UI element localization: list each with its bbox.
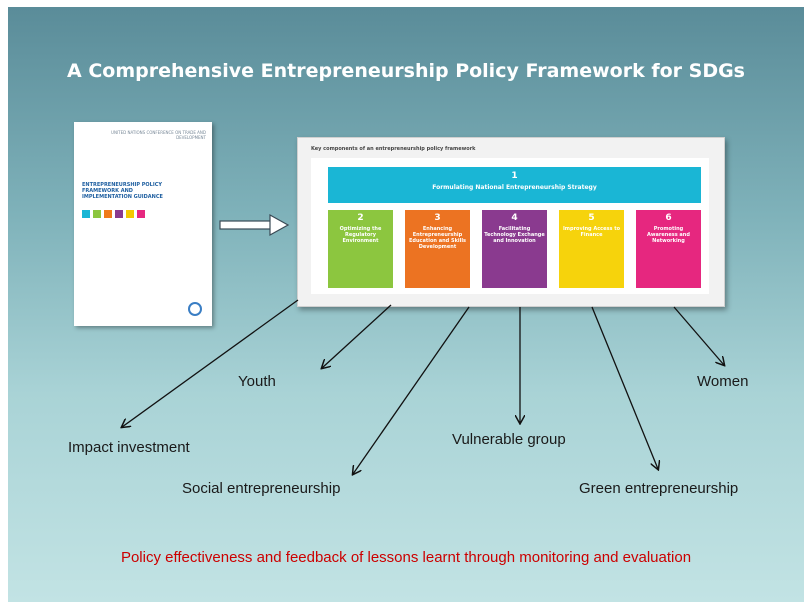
label-impact-investment: Impact investment <box>68 439 190 456</box>
pillar-label: Promoting Awareness and Networking <box>647 226 690 244</box>
cover-square <box>126 210 134 218</box>
arrow-to-impact-investment <box>122 299 299 427</box>
pillar-regulatory-environment: 2 Optimizing the Regulatory Environment <box>328 210 393 288</box>
cover-square <box>93 210 101 218</box>
cover-title: ENTREPRENEURSHIP POLICY FRAMEWORK AND IM… <box>82 182 163 200</box>
pillar-label: Optimizing the Regulatory Environment <box>339 226 382 244</box>
label-social-entrepreneurship: Social entrepreneurship <box>182 480 341 497</box>
cover-publisher: UNITED NATIONS CONFERENCE ON TRADE AND D… <box>111 130 206 140</box>
strategy-box: 1 Formulating National Entrepreneurship … <box>328 167 701 203</box>
pillar-education-skills: 3 Enhancing Entrepreneurship Education a… <box>405 210 470 288</box>
arrow-to-women <box>673 306 724 365</box>
framework-diagram: Key components of an entrepreneurship po… <box>297 137 725 307</box>
footer-note: Policy effectiveness and feedback of les… <box>120 549 692 566</box>
cover-square <box>82 210 90 218</box>
framework-caption: Key components of an entrepreneurship po… <box>311 146 476 152</box>
cover-color-squares <box>82 210 145 218</box>
cover-square <box>104 210 112 218</box>
arrow-to-green-entrepreneurship <box>591 306 658 469</box>
un-emblem-icon <box>188 302 202 316</box>
slide: A Comprehensive Entrepreneurship Policy … <box>8 7 804 602</box>
pillar-number: 6 <box>665 213 672 223</box>
arrow-to-youth <box>322 304 392 368</box>
pillar-number: 2 <box>357 213 364 223</box>
pillar-awareness-networking: 6 Promoting Awareness and Networking <box>636 210 701 288</box>
strategy-number: 1 <box>511 171 518 181</box>
pillar-number: 5 <box>588 213 595 223</box>
pillar-label: Enhancing Entrepreneurship Education and… <box>408 226 467 250</box>
arrow-to-social-entrepreneurship <box>353 306 470 474</box>
cover-square <box>137 210 145 218</box>
pillar-number: 4 <box>511 213 518 223</box>
pillar-number: 3 <box>434 213 441 223</box>
label-women: Women <box>697 373 749 390</box>
strategy-label: Formulating National Entrepreneurship St… <box>432 184 597 191</box>
label-youth: Youth <box>238 373 276 390</box>
connector-arrows <box>8 213 804 602</box>
report-cover: UNITED NATIONS CONFERENCE ON TRADE AND D… <box>74 122 212 326</box>
framework-panel: 1 Formulating National Entrepreneurship … <box>311 158 709 294</box>
pillar-technology-innovation: 4 Facilitating Technology Exchange and I… <box>482 210 547 288</box>
cover-square <box>115 210 123 218</box>
pillar-label: Facilitating Technology Exchange and Inn… <box>484 226 545 244</box>
label-green-entrepreneurship: Green entrepreneurship <box>579 480 739 497</box>
pillar-label: Improving Access to Finance <box>562 226 621 238</box>
cover-to-framework-arrow <box>219 213 290 237</box>
slide-title: A Comprehensive Entrepreneurship Policy … <box>67 60 745 82</box>
pillar-access-to-finance: 5 Improving Access to Finance <box>559 210 624 288</box>
label-vulnerable-group: Vulnerable group <box>452 431 566 448</box>
